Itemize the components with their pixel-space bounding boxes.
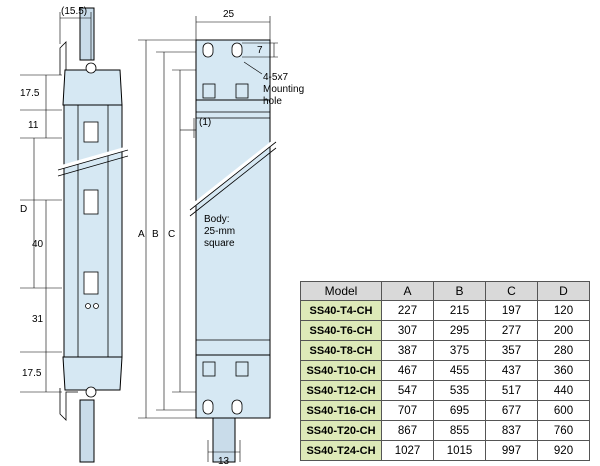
value-c: 357: [485, 340, 538, 361]
model-cell: SS40-T16-CH: [300, 400, 382, 421]
dim-a-label: A: [138, 229, 145, 240]
table-row: SS40-T20-CH 867 855 837 760: [300, 420, 590, 441]
hole-note-line2: Mounting: [263, 84, 304, 95]
dim-width: 25: [223, 9, 235, 20]
hole-note-size: 4-5x7: [263, 72, 288, 83]
value-a: 1027: [381, 440, 434, 461]
side-view: [20, 7, 129, 463]
value-b: 1015: [433, 440, 486, 461]
model-cell: SS40-T6-CH: [300, 320, 382, 341]
top-screw: [85, 62, 97, 74]
value-b: 535: [433, 380, 486, 401]
value-d: 920: [537, 440, 590, 461]
dim-11: 11: [28, 120, 39, 131]
top-cap: [62, 69, 123, 106]
dim-gap: (1): [199, 117, 211, 128]
hole-note-line3: hole: [263, 96, 282, 107]
model-cell: SS40-T8-CH: [300, 340, 382, 361]
model-cell: SS40-T12-CH: [300, 380, 382, 401]
front-view: [138, 16, 278, 463]
value-d: 280: [537, 340, 590, 361]
value-d: 600: [537, 400, 590, 421]
value-a: 227: [381, 300, 434, 321]
front-cable: [212, 417, 236, 463]
front-bottom-cap: [195, 354, 271, 419]
value-a: 547: [381, 380, 434, 401]
value-d: 760: [537, 420, 590, 441]
body-note-line2: 25-mm: [204, 226, 235, 237]
body-note-line3: square: [204, 238, 235, 249]
header-d: D: [537, 281, 590, 301]
header-a: A: [381, 281, 434, 301]
value-c: 837: [485, 420, 538, 441]
value-c: 677: [485, 400, 538, 421]
dim-40: 40: [32, 239, 44, 250]
value-b: 215: [433, 300, 486, 321]
value-a: 467: [381, 360, 434, 381]
table-row: SS40-T6-CH 307 295 277 200: [300, 320, 590, 341]
value-a: 707: [381, 400, 434, 421]
model-cell: SS40-T4-CH: [300, 300, 382, 321]
dim-d-label: D: [20, 204, 27, 215]
window-upper: [83, 121, 99, 143]
dim-top-offset: (15.5): [61, 6, 87, 17]
window-middle: [83, 189, 99, 215]
table-row: SS40-T8-CH 387 375 357 280: [300, 340, 590, 361]
model-dimension-table: Model A B C D SS40-T4-CH 227 215 197 120…: [300, 281, 590, 461]
model-cell: SS40-T20-CH: [300, 420, 382, 441]
value-a: 307: [381, 320, 434, 341]
value-c: 437: [485, 360, 538, 381]
dim-bottom-width: 13: [218, 456, 230, 466]
value-c: 517: [485, 380, 538, 401]
bottom-screw: [85, 386, 97, 398]
value-b: 695: [433, 400, 486, 421]
value-d: 120: [537, 300, 590, 321]
value-d: 360: [537, 360, 590, 381]
bottom-bracket: [59, 388, 78, 421]
dim-17-5-bottom: 17.5: [22, 368, 42, 379]
model-cell: SS40-T10-CH: [300, 360, 382, 381]
header-model: Model: [300, 281, 382, 301]
side-body: [63, 104, 123, 358]
table-row: SS40-T10-CH 467 455 437 360: [300, 360, 590, 381]
table-header-row: Model A B C D: [300, 281, 590, 301]
front-body: [195, 99, 271, 356]
value-b: 855: [433, 420, 486, 441]
model-cell: SS40-T24-CH: [300, 440, 382, 461]
window-lower: [83, 271, 99, 295]
value-d: 440: [537, 380, 590, 401]
value-a: 387: [381, 340, 434, 361]
mounting-hole-bottom-left: [202, 399, 214, 415]
mounting-hole-top-left: [202, 42, 214, 58]
bottom-cap: [62, 356, 123, 391]
value-b: 455: [433, 360, 486, 381]
table-row: SS40-T16-CH 707 695 677 600: [300, 400, 590, 421]
value-c: 277: [485, 320, 538, 341]
dim-b-label: B: [152, 229, 159, 240]
top-cable: [79, 7, 95, 61]
dim-31: 31: [32, 314, 44, 325]
table-row: SS40-T12-CH 547 535 517 440: [300, 380, 590, 401]
value-c: 997: [485, 440, 538, 461]
mounting-hole-bottom-right: [231, 399, 243, 415]
body-note-line1: Body:: [204, 214, 230, 225]
value-b: 295: [433, 320, 486, 341]
value-c: 197: [485, 300, 538, 321]
dim-17-5-top: 17.5: [20, 88, 40, 99]
value-d: 200: [537, 320, 590, 341]
header-c: C: [485, 281, 538, 301]
table-row: SS40-T24-CH 1027 1015 997 920: [300, 440, 590, 461]
dim-c-label: C: [168, 229, 175, 240]
header-b: B: [433, 281, 486, 301]
mounting-hole-top-right: [231, 42, 243, 58]
table-row: SS40-T4-CH 227 215 197 120: [300, 300, 590, 321]
bottom-cable: [79, 399, 95, 463]
value-a: 867: [381, 420, 434, 441]
dim-hole-pitch: 7: [257, 45, 263, 56]
value-b: 375: [433, 340, 486, 361]
